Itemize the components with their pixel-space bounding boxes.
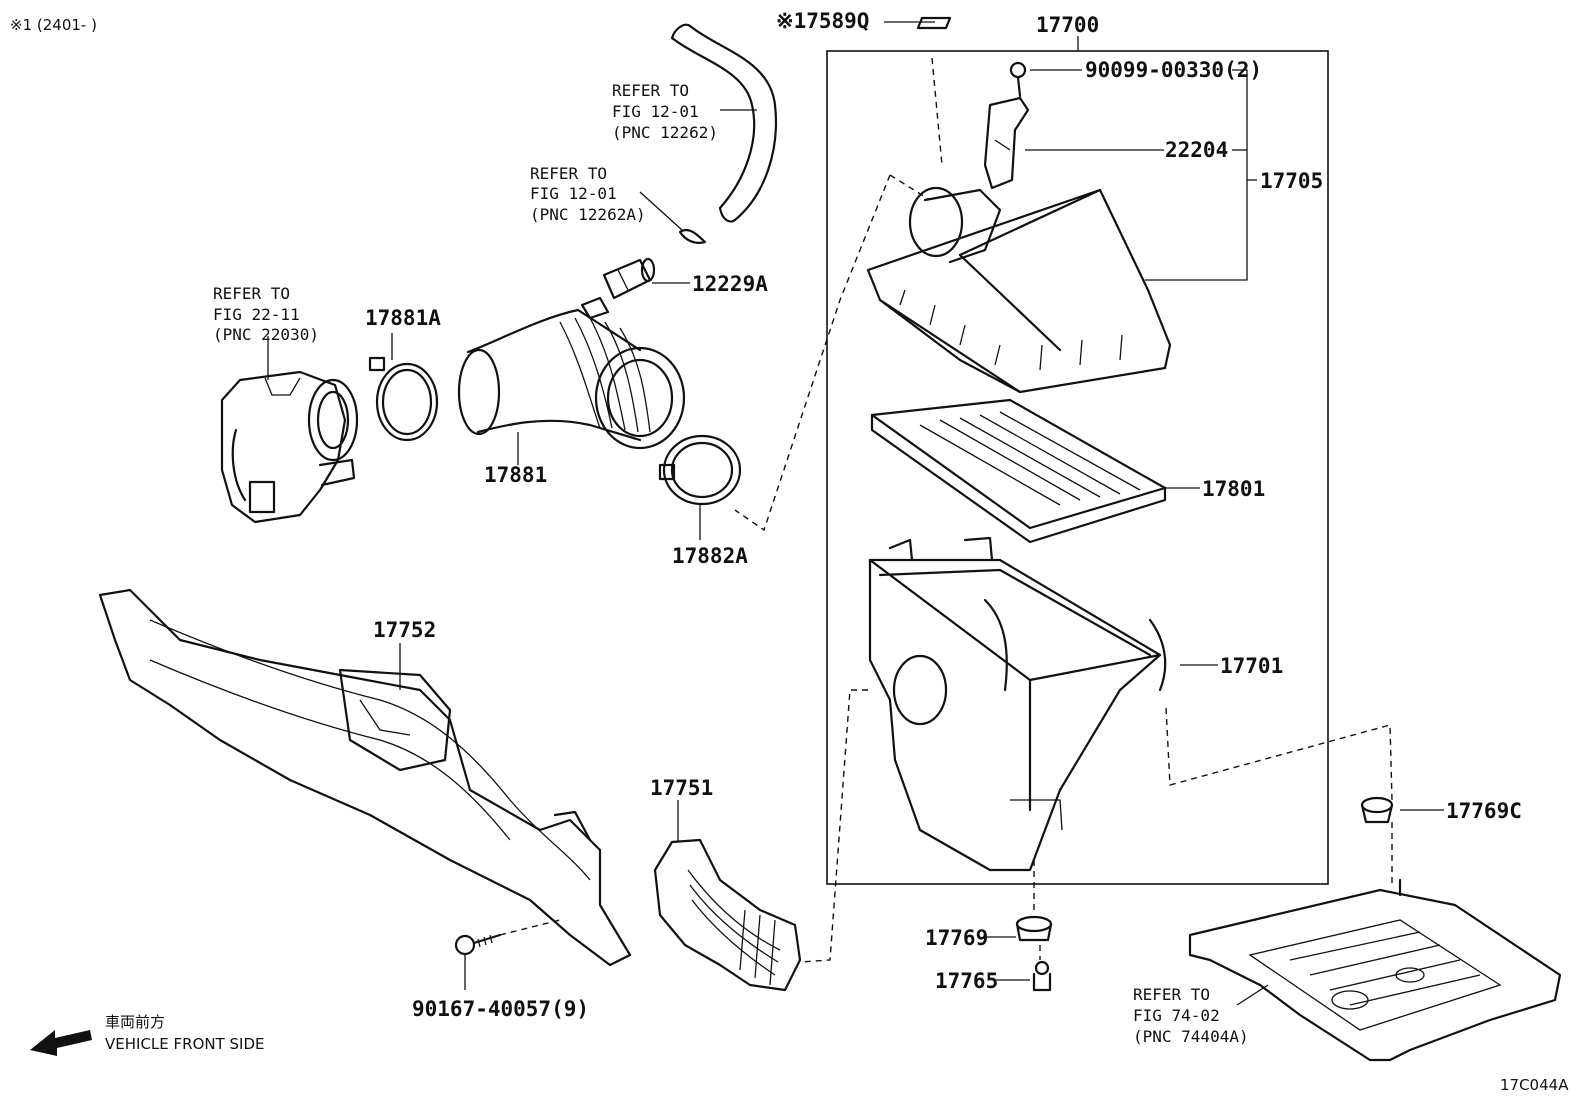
label-90167-40057: 90167-40057(9) (412, 997, 589, 1021)
refer-fig-22-11-throttle: REFER TO FIG 22-11 (PNC 22030) (213, 284, 319, 344)
label-17765: 17765 (935, 969, 998, 993)
refer-fig-74-02-tray: REFER TO FIG 74-02 (PNC 74404A) (1133, 985, 1249, 1046)
label-17882a: 17882A (672, 544, 748, 568)
svg-text:FIG 12-01: FIG 12-01 (612, 102, 699, 121)
air-cleaner-case-17701 (868, 536, 1167, 872)
air-filter-element-17801 (870, 398, 1167, 544)
battery-tray-bracket (1188, 878, 1562, 1062)
figure-code: 17C044A (1500, 1076, 1569, 1094)
label-17752: 17752 (373, 618, 436, 642)
svg-text:(PNC 74404A): (PNC 74404A) (1133, 1027, 1249, 1046)
clamp-17882a (658, 434, 742, 506)
svg-text:REFER TO: REFER TO (213, 284, 290, 303)
hose-clip (678, 228, 707, 244)
label-17881: 17881 (484, 463, 547, 487)
label-17801: 17801 (1202, 477, 1265, 501)
air-flow-sensor-22204 (983, 96, 1030, 190)
clip-17765 (1032, 960, 1052, 992)
bolt-90167-40057 (454, 933, 502, 956)
upper-intake-hose (670, 23, 777, 223)
vehicle-front-label-jp: 車両前方 (105, 1013, 165, 1031)
svg-text:(PNC 12262): (PNC 12262) (612, 123, 718, 142)
refer-fig-12-01-clip: REFER TO FIG 12-01 (PNC 12262A) (530, 164, 646, 224)
svg-text:FIG 12-01: FIG 12-01 (530, 184, 617, 203)
throttle-body (220, 370, 359, 524)
air-duct-17752 (98, 588, 632, 967)
vehicle-front-label-en: VEHICLE FRONT SIDE (105, 1035, 265, 1053)
svg-text:(PNC 12262A): (PNC 12262A) (530, 205, 646, 224)
svg-text:FIG 74-02: FIG 74-02 (1133, 1006, 1220, 1025)
label-17751: 17751 (650, 776, 713, 800)
air-cleaner-cap-17705 (866, 186, 1172, 394)
pipe-12229a (602, 257, 656, 300)
label-12229a: 12229A (692, 272, 768, 296)
label-17701: 17701 (1220, 654, 1283, 678)
inlet-hose-17751 (653, 838, 802, 992)
label-17705: 17705 (1260, 169, 1323, 193)
grommet-17769c (1360, 796, 1394, 824)
date-range-note: ※1 (2401- ) (10, 16, 97, 34)
label-22204: 22204 (1165, 138, 1228, 162)
label-17769c: 17769C (1446, 799, 1522, 823)
air-cleaner-hose-17881 (457, 296, 686, 450)
svg-text:(PNC 22030): (PNC 22030) (213, 325, 319, 344)
label-90099-00330: 90099-00330(2) (1085, 58, 1262, 82)
label-17881a: 17881A (365, 306, 441, 330)
svg-text:REFER TO: REFER TO (612, 81, 689, 100)
grommet-17769 (1015, 915, 1053, 942)
label-17700: 17700 (1036, 13, 1099, 37)
refer-fig-12-01-hose: REFER TO FIG 12-01 (PNC 12262) (612, 81, 718, 142)
label-17589q: ※17589Q (776, 9, 869, 33)
svg-text:REFER TO: REFER TO (530, 164, 607, 183)
vehicle-front-arrow-icon (30, 1030, 92, 1056)
svg-text:FIG 22-11: FIG 22-11 (213, 305, 300, 324)
clamp-17881a (368, 356, 439, 442)
screw-90099-00330 (1009, 61, 1027, 98)
label-17769: 17769 (925, 926, 988, 950)
svg-text:REFER TO: REFER TO (1133, 985, 1210, 1004)
